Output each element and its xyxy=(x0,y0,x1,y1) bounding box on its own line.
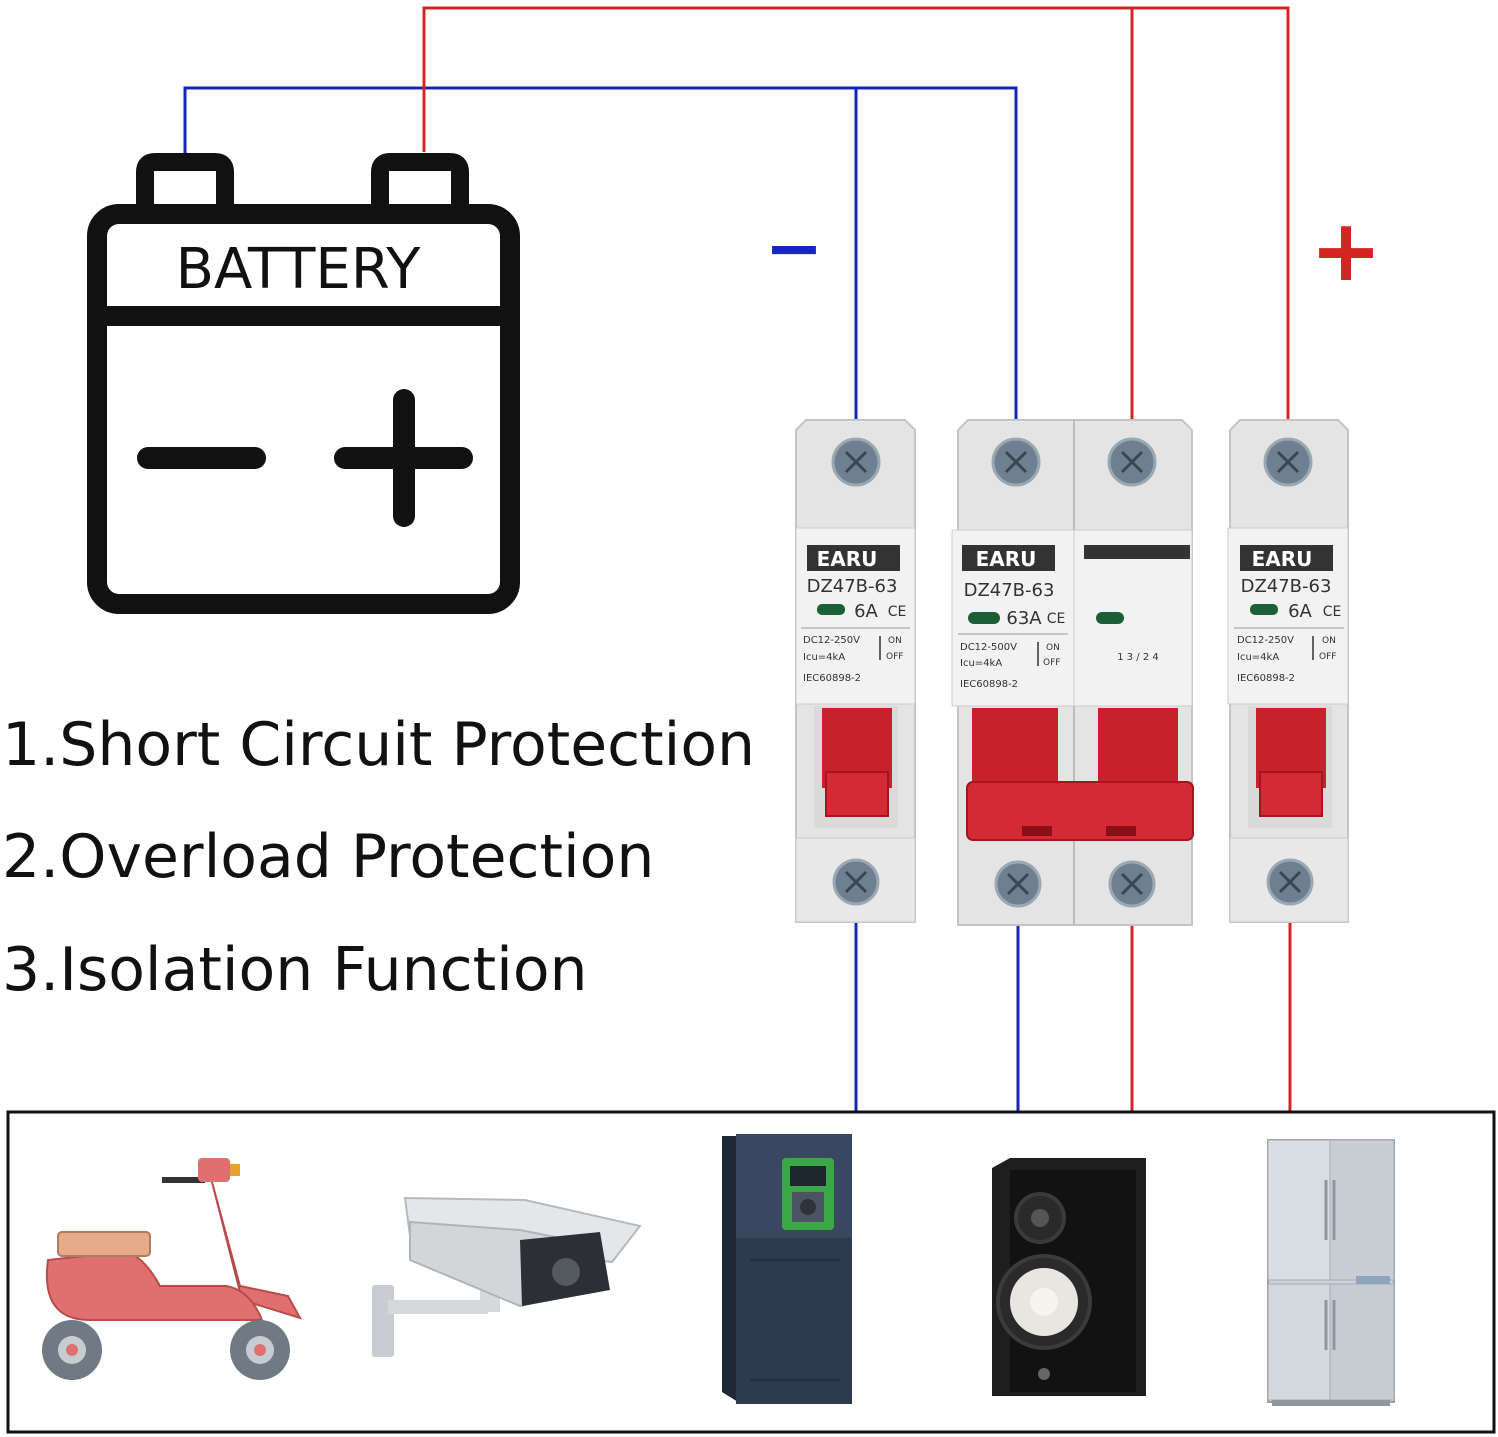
battery-label: BATTERY xyxy=(176,237,422,302)
security-camera-icon xyxy=(372,1196,642,1357)
breaker-voltage: DC12-250V xyxy=(803,635,860,646)
feature-short-circuit: 1.Short Circuit Protection xyxy=(2,710,756,780)
breaker-model: DZ47B-63 xyxy=(1241,576,1332,597)
ce-mark: CE xyxy=(888,604,907,620)
on-label: ON xyxy=(1322,636,1336,646)
terminal-marks: 1 3 / 2 4 xyxy=(1117,652,1159,663)
breaker-1p-6a-right: EARU DZ47B-63 6A CE DC12-250V Icu=4kA ON… xyxy=(1227,419,1349,923)
breaker-2p-63a: EARU DZ47B-63 63A CE DC12-500V Icu=4kA O… xyxy=(951,419,1194,926)
status-indicator xyxy=(1096,612,1124,624)
breaker-icu: Icu=4kA xyxy=(803,652,845,663)
breaker-icu: Icu=4kA xyxy=(960,658,1002,669)
speaker-icon xyxy=(992,1158,1146,1396)
breaker-voltage: DC12-500V xyxy=(960,642,1017,653)
positive-wire-main xyxy=(422,6,1290,448)
status-indicator xyxy=(968,612,1000,624)
plus-icon xyxy=(334,389,473,527)
off-label: OFF xyxy=(1043,658,1060,668)
breaker-standard: IEC60898-2 xyxy=(1237,673,1295,684)
breaker-standard: IEC60898-2 xyxy=(803,673,861,684)
status-indicator xyxy=(817,604,845,615)
breaker-brand: EARU xyxy=(1252,547,1313,571)
breaker-rating: 6A xyxy=(1288,601,1312,622)
off-label: OFF xyxy=(1319,652,1336,662)
breaker-1p-6a-left: EARU DZ47B-63 6A CE DC12-250V Icu=4kA ON… xyxy=(795,419,916,923)
breaker-voltage: DC12-250V xyxy=(1237,635,1294,646)
breaker-brand: EARU xyxy=(817,547,878,571)
scooter-icon xyxy=(42,1158,303,1380)
breaker-model: DZ47B-63 xyxy=(807,576,898,597)
positive-polarity-mark: + xyxy=(1310,201,1382,301)
breaker-standard: IEC60898-2 xyxy=(960,679,1018,690)
inverter-icon xyxy=(722,1134,852,1404)
breaker-model: DZ47B-63 xyxy=(964,580,1055,601)
feature-overload: 2.Overload Protection xyxy=(2,822,655,892)
off-label: OFF xyxy=(886,652,903,662)
ce-mark: CE xyxy=(1047,611,1066,627)
negative-polarity-mark: − xyxy=(765,207,824,289)
feature-isolation: 3.Isolation Function xyxy=(2,935,588,1005)
negative-wire-main xyxy=(183,86,1018,448)
on-label: ON xyxy=(888,636,902,646)
status-indicator xyxy=(1250,604,1278,615)
breaker-rating: 6A xyxy=(854,601,878,622)
breaker-brand: EARU xyxy=(976,547,1037,571)
toggle-lever xyxy=(966,781,1194,841)
breaker-icu: Icu=4kA xyxy=(1237,652,1279,663)
ce-mark: CE xyxy=(1323,604,1342,620)
on-label: ON xyxy=(1046,643,1060,653)
breaker-rating: 63A xyxy=(1006,608,1042,629)
battery-icon xyxy=(87,153,520,614)
refrigerator-icon xyxy=(1267,1139,1395,1406)
